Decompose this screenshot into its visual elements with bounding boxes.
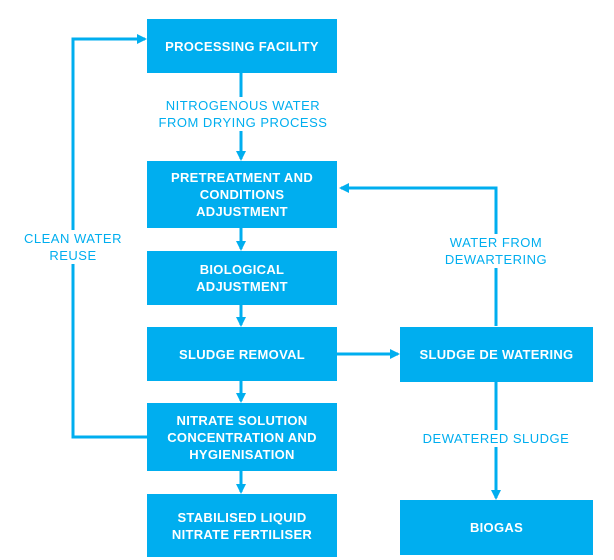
water-from-dewatering-label: WATER FROM DEWARTERING (436, 234, 556, 268)
dewatered-sludge-label: DEWATERED SLUDGE (418, 430, 574, 447)
nitrogenous-water-label: NITROGENOUS WATER FROM DRYING PROCESS (156, 97, 330, 131)
sludge-removal-box: SLUDGE REMOVAL (147, 327, 337, 381)
nitrate-solution-box: NITRATE SOLUTION CONCENTRATION AND HYGIE… (147, 403, 337, 471)
arrow-dewatering-to-pretreatment (339, 183, 498, 326)
pretreatment-box: PRETREATMENT AND CONDITIONS ADJUSTMENT (147, 161, 337, 228)
processing-facility-box: PROCESSING FACILITY (147, 19, 337, 73)
clean-water-reuse-label: CLEAN WATER REUSE (16, 230, 130, 264)
sludge-dewatering-box: SLUDGE DE WATERING (400, 327, 593, 382)
stabilised-fertiliser-box: STABILISED LIQUID NITRATE FERTILISER (147, 494, 337, 557)
biogas-box: BIOGAS (400, 500, 593, 555)
biological-adjustment-box: BIOLOGICAL ADJUSTMENT (147, 251, 337, 305)
